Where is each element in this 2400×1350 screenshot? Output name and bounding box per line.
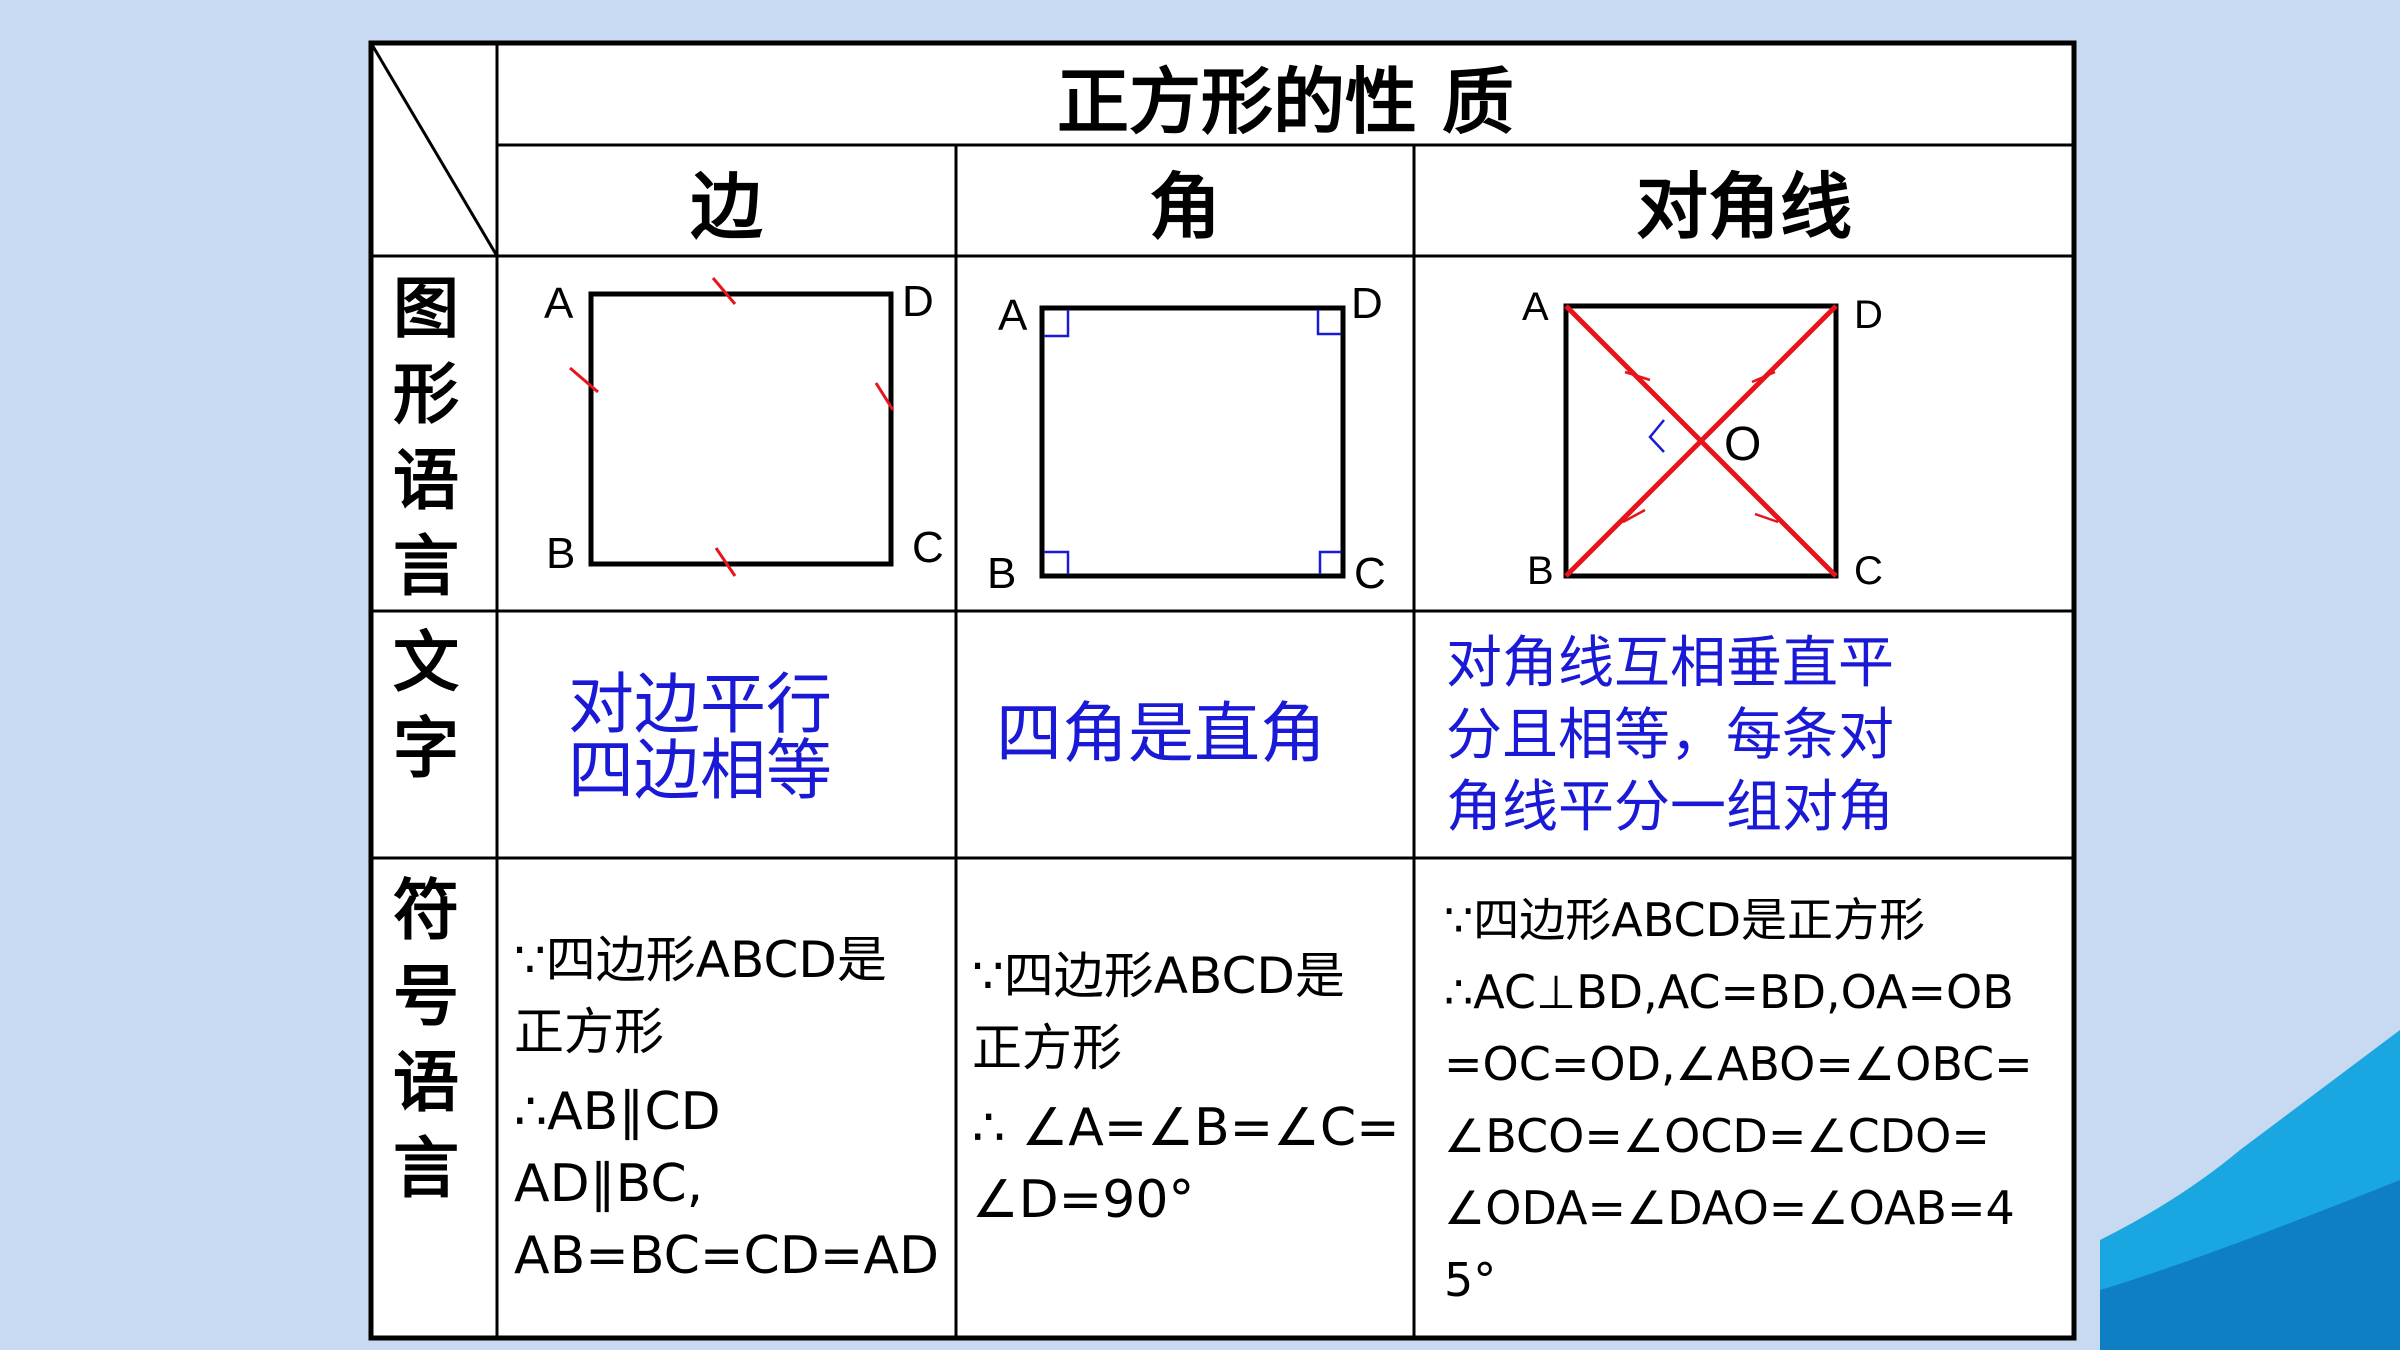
text-line: 四角是直角 xyxy=(996,695,1326,772)
symbol-line: ∠ODA=∠DAO=∠OAB=4 xyxy=(1444,1181,2015,1235)
row-header-text: 文字 xyxy=(393,624,459,787)
column-header-side: 边 xyxy=(690,165,763,249)
vertex-label: B xyxy=(987,549,1016,598)
symbol-diagonal: ∵四边形ABCD是正方形 ∴AC⊥BD,AC=BD,OA=OB =OC=OD,∠… xyxy=(1444,884,2072,1316)
symbol-line: =OC=OD,∠ABO=∠OBC= xyxy=(1444,1037,2033,1091)
right-angle-mark xyxy=(1316,310,1341,336)
text-diagonal: 对角线互相垂直平 分且相等，每条对 角线平分一组对角 xyxy=(1446,628,2066,844)
diagonal-bd xyxy=(1564,304,1838,578)
symbol-line: 正方形 xyxy=(514,1003,664,1061)
text-line: 对边平行 xyxy=(568,666,832,743)
symbol-line: ∠BCO=∠OCD=∠CDO= xyxy=(1444,1109,1990,1163)
text-angle: 四角是直角 xyxy=(996,694,1396,774)
vertex-label: C xyxy=(1354,549,1386,598)
symbol-line: ∠D=90° xyxy=(972,1170,1195,1230)
vertex-label: C xyxy=(1854,549,1883,593)
symbol-angle: ∵四边形ABCD是 正方形 ∴ ∠A=∠B=∠C= ∠D=90° xyxy=(972,940,1412,1236)
symbol-line: AB=BC=CD=AD xyxy=(514,1226,939,1286)
row-header-figure: 图形语言 xyxy=(393,270,459,605)
text-line: 角线平分一组对角 xyxy=(1446,775,1894,840)
right-angle-mark xyxy=(1318,550,1341,574)
symbol-line: ∴ ∠A=∠B=∠C= xyxy=(972,1098,1400,1158)
column-header-diagonal: 对角线 xyxy=(1635,165,1852,249)
vertex-label: B xyxy=(546,529,575,578)
tick-mark xyxy=(1624,370,1651,382)
tick-mark-left xyxy=(569,366,599,394)
tick-mark xyxy=(1754,512,1779,524)
row-header-symbol: 符号语言 xyxy=(393,872,459,1207)
vertex-label: A xyxy=(1522,285,1549,329)
column-header-angle: 角 xyxy=(1148,165,1221,249)
text-line: 四边相等 xyxy=(568,732,832,809)
properties-table xyxy=(370,42,2075,1340)
symbol-line: 5° xyxy=(1444,1253,1497,1307)
table-title: 正方形的性 质 xyxy=(1056,59,1515,144)
right-angle-mark xyxy=(1044,310,1070,338)
symbol-line: 正方形 xyxy=(972,1019,1122,1077)
text-line: 分且相等，每条对 xyxy=(1446,703,1894,768)
symbol-line: ∵四边形ABCD是 xyxy=(972,947,1345,1005)
text-side: 对边平行 四边相等 xyxy=(568,672,948,804)
right-angle-mark xyxy=(1648,419,1665,453)
symbol-side: ∵四边形ABCD是 正方形 ∴AB∥CD AD∥BC, AB=BC=CD=AD xyxy=(514,924,954,1292)
symbol-line: ∵四边形ABCD是正方形 xyxy=(1444,893,1926,947)
vertex-label: A xyxy=(998,291,1028,340)
vertex-label: A xyxy=(544,279,574,328)
text-line: 对角线互相垂直平 xyxy=(1446,631,1894,696)
tick-mark xyxy=(1751,370,1776,384)
symbol-line: AD∥BC, xyxy=(514,1154,704,1214)
symbol-line: ∴AB∥CD xyxy=(514,1082,721,1142)
right-angle-mark xyxy=(1044,550,1070,574)
symbol-line: ∴AC⊥BD,AC=BD,OA=OB xyxy=(1444,965,2014,1019)
vertex-label: D xyxy=(902,277,934,326)
tick-mark xyxy=(1622,508,1646,524)
center-label: O xyxy=(1724,418,1761,471)
vertex-label: B xyxy=(1527,549,1554,593)
vertex-label: D xyxy=(1351,279,1383,328)
vertex-label: C xyxy=(912,523,944,572)
vertex-label: D xyxy=(1854,293,1883,337)
tick-mark-top xyxy=(711,277,737,305)
tick-mark-right xyxy=(874,382,895,411)
symbol-line: ∵四边形ABCD是 xyxy=(514,931,887,989)
tick-mark-bottom xyxy=(714,547,737,577)
